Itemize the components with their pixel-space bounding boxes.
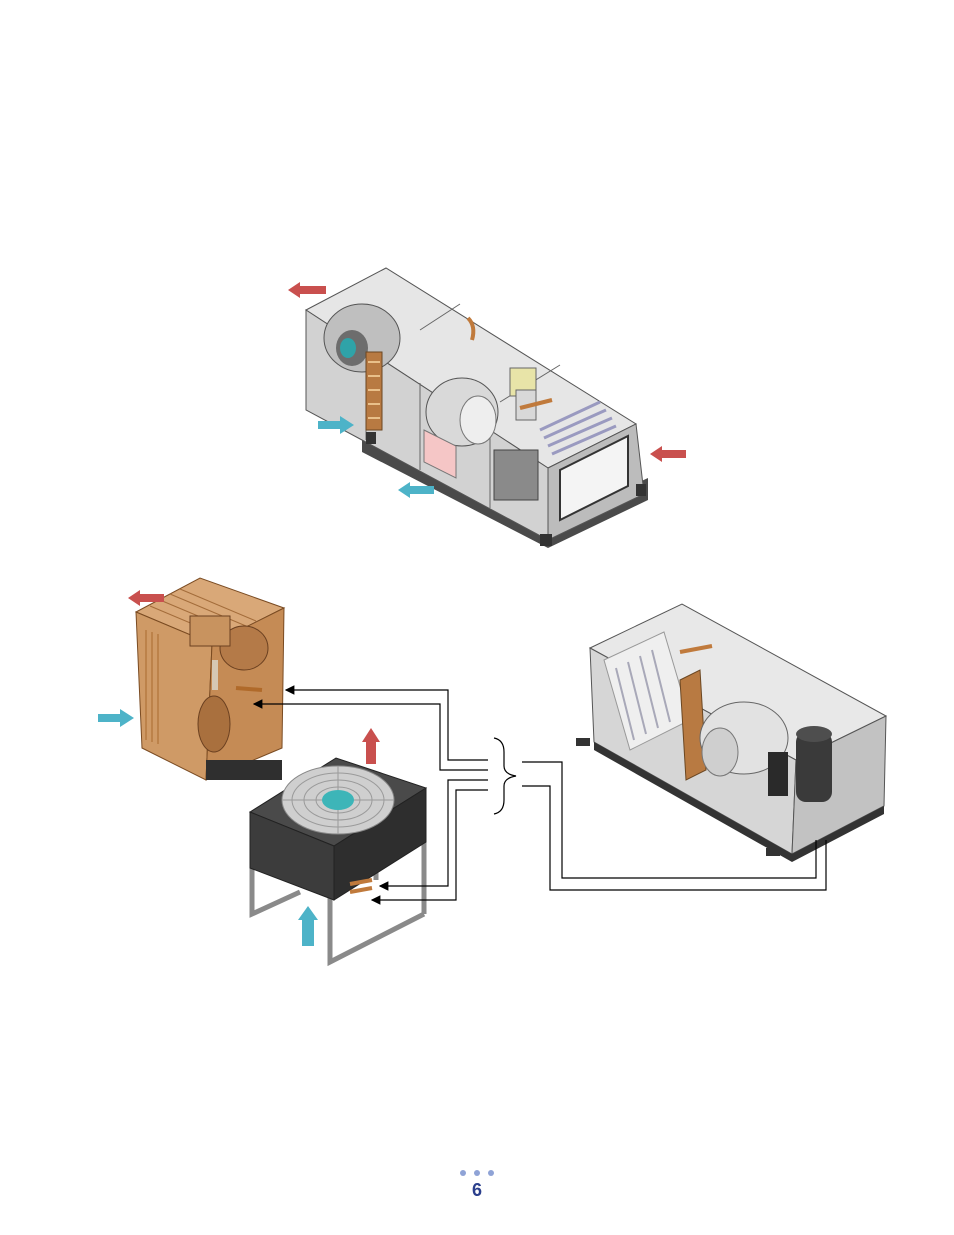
hot-air-arrow xyxy=(650,446,686,462)
ducted-unit-top xyxy=(306,268,648,548)
outdoor-fan-condenser xyxy=(250,758,426,962)
ducted-unit-right xyxy=(576,604,886,862)
hot-air-arrow xyxy=(288,282,326,298)
footer-dot xyxy=(474,1170,480,1176)
footer-dot xyxy=(460,1170,466,1176)
cool-air-arrow xyxy=(298,906,318,946)
page-number: 6 xyxy=(0,1180,954,1201)
footer-dots xyxy=(0,1170,954,1176)
page-footer: 6 xyxy=(0,1170,954,1201)
footer-dot xyxy=(488,1170,494,1176)
hot-air-arrow xyxy=(362,728,380,764)
condenser-copper-left xyxy=(136,578,284,780)
cool-air-arrow xyxy=(98,709,134,727)
